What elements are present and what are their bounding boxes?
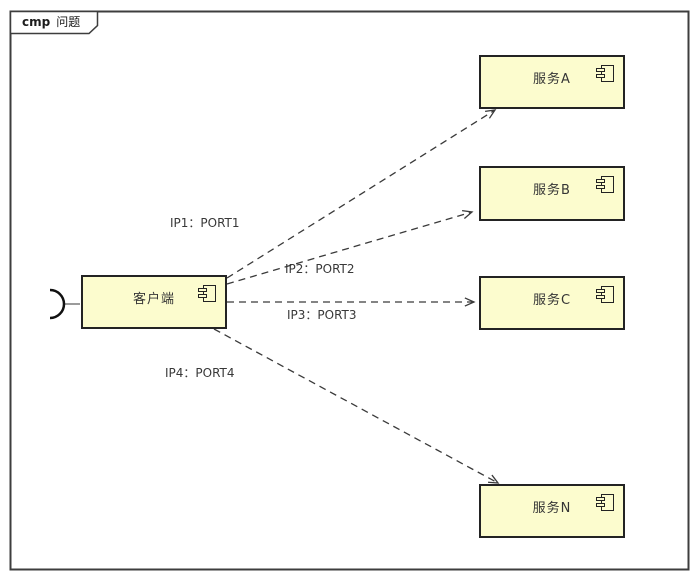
component-icon — [596, 176, 614, 193]
dependency-edge-4 — [213, 328, 499, 484]
component-icon — [198, 285, 216, 302]
dependency-edge-1 — [226, 109, 496, 279]
frame-name: 问题 — [56, 15, 81, 29]
arrowhead-icon — [485, 109, 497, 119]
frame-title: cmp 问题 — [10, 12, 80, 33]
component-label: 客户端 — [132, 292, 175, 307]
arrowhead-icon — [462, 210, 474, 219]
component-label: 服务C — [532, 293, 572, 308]
arrowhead-icon — [464, 297, 476, 307]
service-a-component: 服务A — [479, 55, 625, 109]
frame-tab — [9, 10, 99, 35]
dependency-edge-2 — [226, 211, 473, 285]
component-label: 服务B — [533, 183, 571, 198]
component-icon — [596, 494, 614, 511]
component-icon — [596, 65, 614, 82]
component-label: 服务A — [533, 72, 571, 87]
edge-label-ip3: IP3：PORT3 — [287, 308, 357, 322]
service-n-component: 服务N — [479, 484, 625, 538]
service-b-component: 服务B — [479, 166, 625, 221]
frame-border — [9, 10, 690, 571]
socket-icon — [49, 288, 66, 320]
edge-label-ip1: IP1：PORT1 — [170, 216, 240, 230]
edge-label-ip2: IP2：PORT2 — [285, 262, 355, 276]
client-component: 客户端 — [81, 275, 227, 329]
edge-label-ip4: IP4：PORT4 — [165, 366, 235, 380]
frame-keyword: cmp — [22, 15, 51, 29]
component-icon — [596, 286, 614, 303]
component-label: 服务N — [532, 501, 572, 516]
arrowhead-icon — [487, 474, 500, 484]
service-c-component: 服务C — [479, 276, 625, 330]
